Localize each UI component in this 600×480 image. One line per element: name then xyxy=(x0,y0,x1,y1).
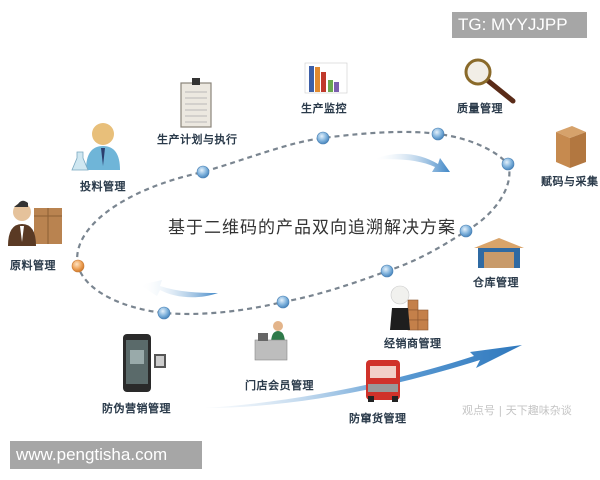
node-dot xyxy=(196,165,210,179)
node-dot xyxy=(276,295,290,309)
clipboard-icon xyxy=(180,78,212,128)
node-label-quality: 质量管理 xyxy=(457,102,503,115)
watermark-tg: TG: MYYJJPP xyxy=(452,12,587,38)
cashier-icon xyxy=(254,321,288,361)
node-label-store-member: 门店会员管理 xyxy=(245,379,314,392)
node-label-anti-diversion: 防窜货管理 xyxy=(349,412,407,425)
worker-with-box-icon xyxy=(8,200,62,246)
node-label-dealer: 经销商管理 xyxy=(384,337,442,350)
watermark-website: www.pengtisha.com xyxy=(10,441,202,469)
cardboard-box-icon xyxy=(556,126,586,168)
node-label-coding: 赋码与采集 xyxy=(541,175,599,188)
magnifier-icon xyxy=(464,58,516,104)
node-dot xyxy=(157,306,171,320)
clockwise-arrow-top-icon xyxy=(372,153,450,172)
smartphone-qr-icon xyxy=(123,334,166,392)
node-label-anti-counterfeit: 防伪营销管理 xyxy=(102,402,171,415)
warehouse-icon xyxy=(474,238,524,268)
bar-chart-icon xyxy=(304,62,348,94)
node-dot xyxy=(316,131,330,145)
node-label-raw-material: 原料管理 xyxy=(10,259,56,272)
clockwise-arrow-bottom-icon xyxy=(140,280,218,298)
node-label-production-plan: 生产计划与执行 xyxy=(157,133,238,146)
node-dot xyxy=(380,264,394,278)
diagram-title: 基于二维码的产品双向追溯解决方案 xyxy=(168,218,456,238)
node-dot-raw xyxy=(71,259,85,273)
forward-arrow-icon xyxy=(205,345,522,408)
node-label-feed: 投料管理 xyxy=(80,180,126,193)
node-dot xyxy=(459,224,473,238)
node-dot xyxy=(501,157,515,171)
node-label-warehouse: 仓库管理 xyxy=(473,276,519,289)
scientist-flask-icon xyxy=(71,123,120,171)
node-label-production-monitor: 生产监控 xyxy=(301,102,347,115)
dealer-with-boxes-icon xyxy=(390,285,429,331)
dashed-flow-path xyxy=(76,130,511,316)
watermark-source: 观点号 | 天下趣味杂谈 xyxy=(462,404,572,417)
node-dot xyxy=(431,127,445,141)
truck-icon xyxy=(366,360,400,402)
